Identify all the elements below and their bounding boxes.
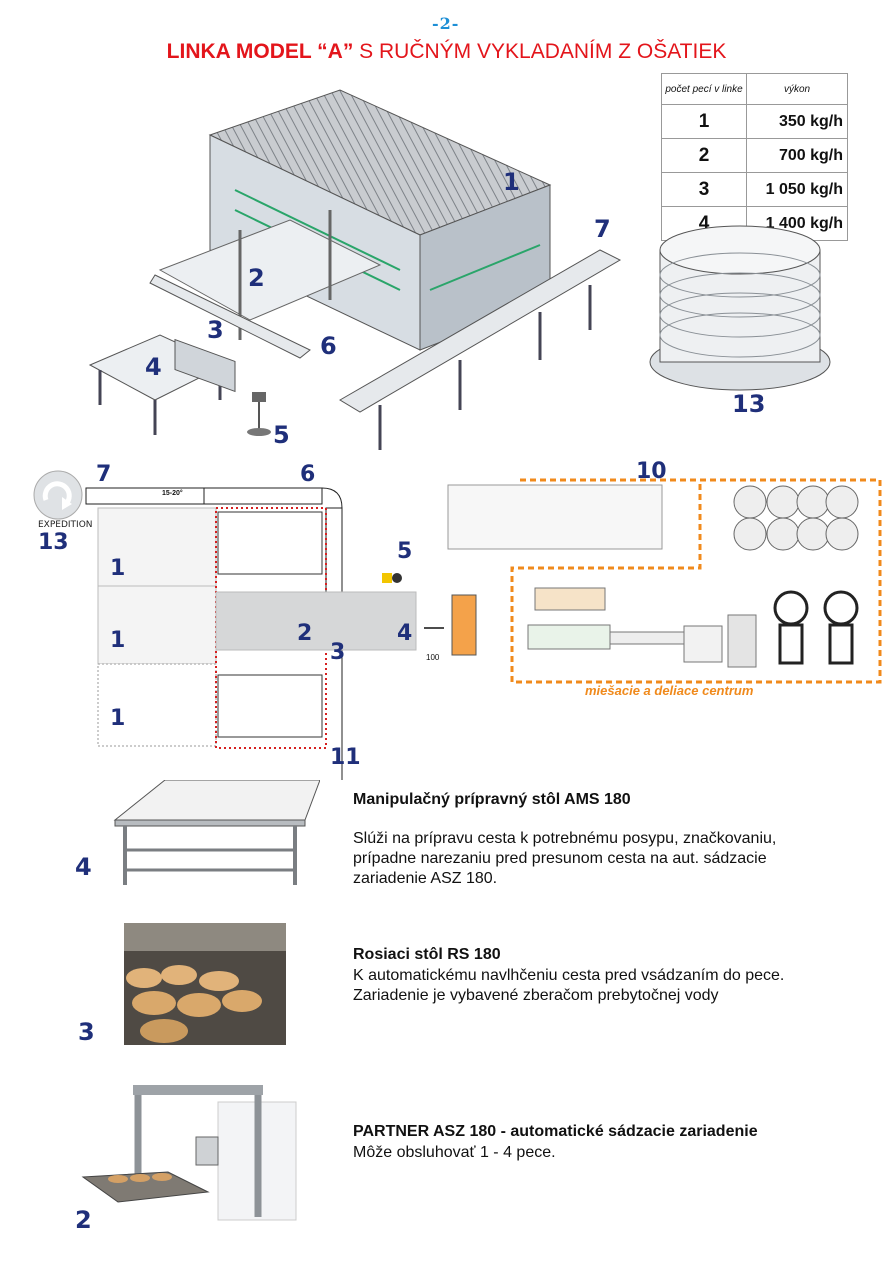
title-rest: S RUČNÝM VYKLADANÍM Z OŠATIEK <box>353 40 727 63</box>
desc-line: Môže obsluhovať 1 - 4 pece. <box>353 1144 556 1161</box>
plan-label-7: 7 <box>96 462 112 487</box>
desc-line: K automatickému navlhčeniu cesta pred vs… <box>353 967 785 984</box>
cell-output: 350 kg/h <box>746 104 848 139</box>
page-title: LINKA MODEL “A” S RUČNÝM VYKLADANÍM Z OŠ… <box>0 40 893 64</box>
section-description: Slúži na prípravu cesta k potrebnému pos… <box>353 829 776 889</box>
plan-label-11: 11 <box>330 745 361 770</box>
plan-label-5: 5 <box>397 539 413 564</box>
section-number: 4 <box>75 853 92 881</box>
plan-feed-belt <box>609 631 685 645</box>
section-title: Rosiaci stôl RS 180 <box>353 946 501 963</box>
floor-plan <box>33 470 882 780</box>
desc-line: prípadne narezaniu pred presunom cesta n… <box>353 850 767 867</box>
plan-label-2: 2 <box>297 621 313 646</box>
plan-oven-2 <box>97 585 217 665</box>
page-number: -2- <box>432 14 460 33</box>
setter-frame <box>158 210 382 340</box>
iso-label-6: 6 <box>320 332 337 360</box>
plan-label-3: 3 <box>330 640 346 665</box>
iso-label-spiral: 13 <box>732 390 766 418</box>
header-output: výkon <box>746 73 848 105</box>
section-number: 2 <box>75 1206 92 1234</box>
isometric-line-drawing <box>88 89 831 450</box>
cell-output: 700 kg/h <box>746 138 848 173</box>
section-title: PARTNER ASZ 180 - automatické sádzacie z… <box>353 1123 758 1140</box>
plan-dough-balls <box>733 485 859 551</box>
plan-label-6: 6 <box>300 462 316 487</box>
section-number: 3 <box>78 1018 95 1046</box>
sprinkler-unit <box>174 338 236 393</box>
plan-label-13: 13 <box>38 530 69 555</box>
section-title: Manipulačný prípravný stôl AMS 180 <box>353 791 631 808</box>
title-bold: LINKA MODEL “A” <box>166 40 354 63</box>
cell-ovens: 3 <box>661 172 747 207</box>
section-description: Môže obsluhovať 1 - 4 pece. <box>353 1143 556 1163</box>
operator-icon <box>382 573 402 583</box>
plan-oven-door-1 <box>217 511 323 575</box>
scale-stand <box>247 392 271 436</box>
plan-tray <box>451 594 477 656</box>
mixing-center-label: miešacie a deliace centrum <box>585 683 754 698</box>
plan-dough-tray <box>534 587 606 611</box>
plan-oven-3 <box>97 663 217 747</box>
section-description: K automatickému navlhčeniu cesta pred vs… <box>353 966 784 1006</box>
plan-loading-area <box>215 591 417 651</box>
sprinkler-photo <box>124 923 286 1045</box>
plan-machine <box>727 614 757 668</box>
iso-label-table: 4 <box>145 353 162 381</box>
plan-oven-1 <box>97 507 217 587</box>
table-header-row: počet pecí v linke výkon <box>661 73 848 105</box>
iso-label-sprinkler: 3 <box>207 316 224 344</box>
plan-slope: 15-20° <box>162 490 183 497</box>
plan-mixers <box>773 590 859 665</box>
plan-oven-label: 1 <box>110 556 126 581</box>
plan-divider <box>527 624 611 650</box>
header-ovens: počet pecí v linke <box>661 73 747 105</box>
spiral-cooler <box>649 225 831 391</box>
plan-oven-label: 1 <box>110 628 126 653</box>
desc-line: zariadenie ASZ 180. <box>353 870 498 887</box>
setter-photo <box>81 1085 297 1221</box>
plan-label-10: 10 <box>636 459 667 484</box>
plan-conveyor-right <box>203 487 323 505</box>
iso-label-conveyor: 7 <box>594 215 611 243</box>
desc-line: Slúži na prípravu cesta k potrebnému pos… <box>353 830 777 847</box>
plan-oven-label: 1 <box>110 706 126 731</box>
cell-output: 1 050 kg/h <box>746 172 848 207</box>
cell-ovens: 2 <box>661 138 747 173</box>
desc-line: Zariadenie je vybavené zberačom prebytoč… <box>353 987 719 1004</box>
plan-distance: 100 <box>426 653 440 662</box>
prep-table-photo <box>113 780 320 885</box>
expedition-icon <box>33 470 83 520</box>
plan-hopper <box>683 625 723 663</box>
plan-conveyor-left <box>85 487 205 505</box>
expedition-label: EXPEDITION <box>38 520 93 530</box>
plan-proofer-rack <box>447 484 663 550</box>
outfeed-conveyor <box>149 249 622 450</box>
iso-label-oven: 1 <box>503 168 520 196</box>
iso-label-setter: 2 <box>248 264 265 292</box>
plan-label-4: 4 <box>397 621 413 646</box>
iso-label-scale: 5 <box>273 421 290 449</box>
plan-mixing-boundary <box>510 478 882 684</box>
plan-oven-door-3 <box>217 674 323 738</box>
